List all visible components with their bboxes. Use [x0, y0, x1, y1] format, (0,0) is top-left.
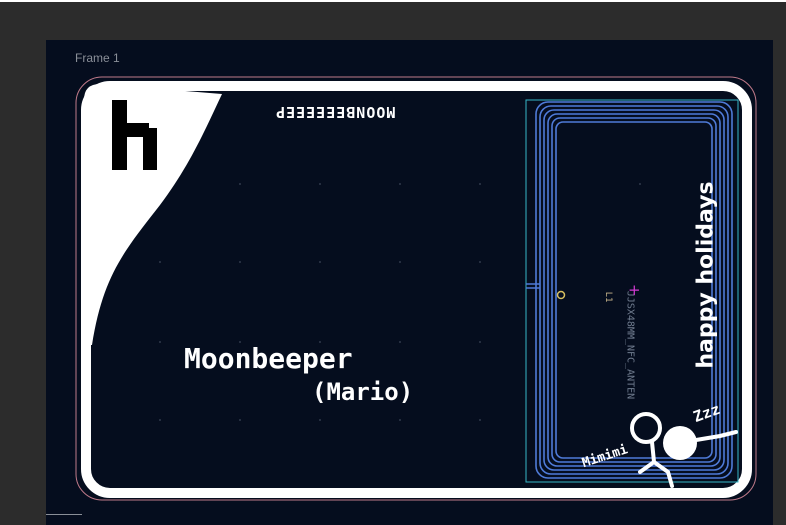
figure-body-blob — [663, 426, 697, 460]
antenna-component-label[interactable]: JJSX48MM_NFC_ANTEN — [624, 290, 636, 400]
antenna-footprint-outline — [525, 99, 739, 483]
nfc-antenna-coil — [535, 101, 733, 479]
scroll-indicator — [46, 514, 82, 515]
happy-holidays-text[interactable]: happy holidays — [693, 181, 719, 369]
crosshair-plus-icon: + — [628, 281, 641, 299]
coil-lead — [526, 283, 540, 289]
sleeping-figure-icon — [630, 412, 738, 488]
board-title[interactable]: Moonbeeper — [184, 342, 353, 375]
window-top-edge — [0, 0, 786, 2]
board-outline — [75, 76, 757, 501]
antenna-pad[interactable] — [556, 290, 566, 300]
frame-label[interactable]: Frame 1 — [75, 51, 120, 65]
white-wave-shape — [84, 84, 222, 345]
grid-dots — [159, 183, 641, 421]
mirrored-board-name[interactable]: MOONBEEEEEEP — [275, 103, 396, 121]
antenna-reference-label[interactable]: L1 — [603, 291, 613, 303]
h-logo-icon — [112, 100, 157, 170]
board-subtitle[interactable]: (Mario) — [312, 378, 414, 406]
